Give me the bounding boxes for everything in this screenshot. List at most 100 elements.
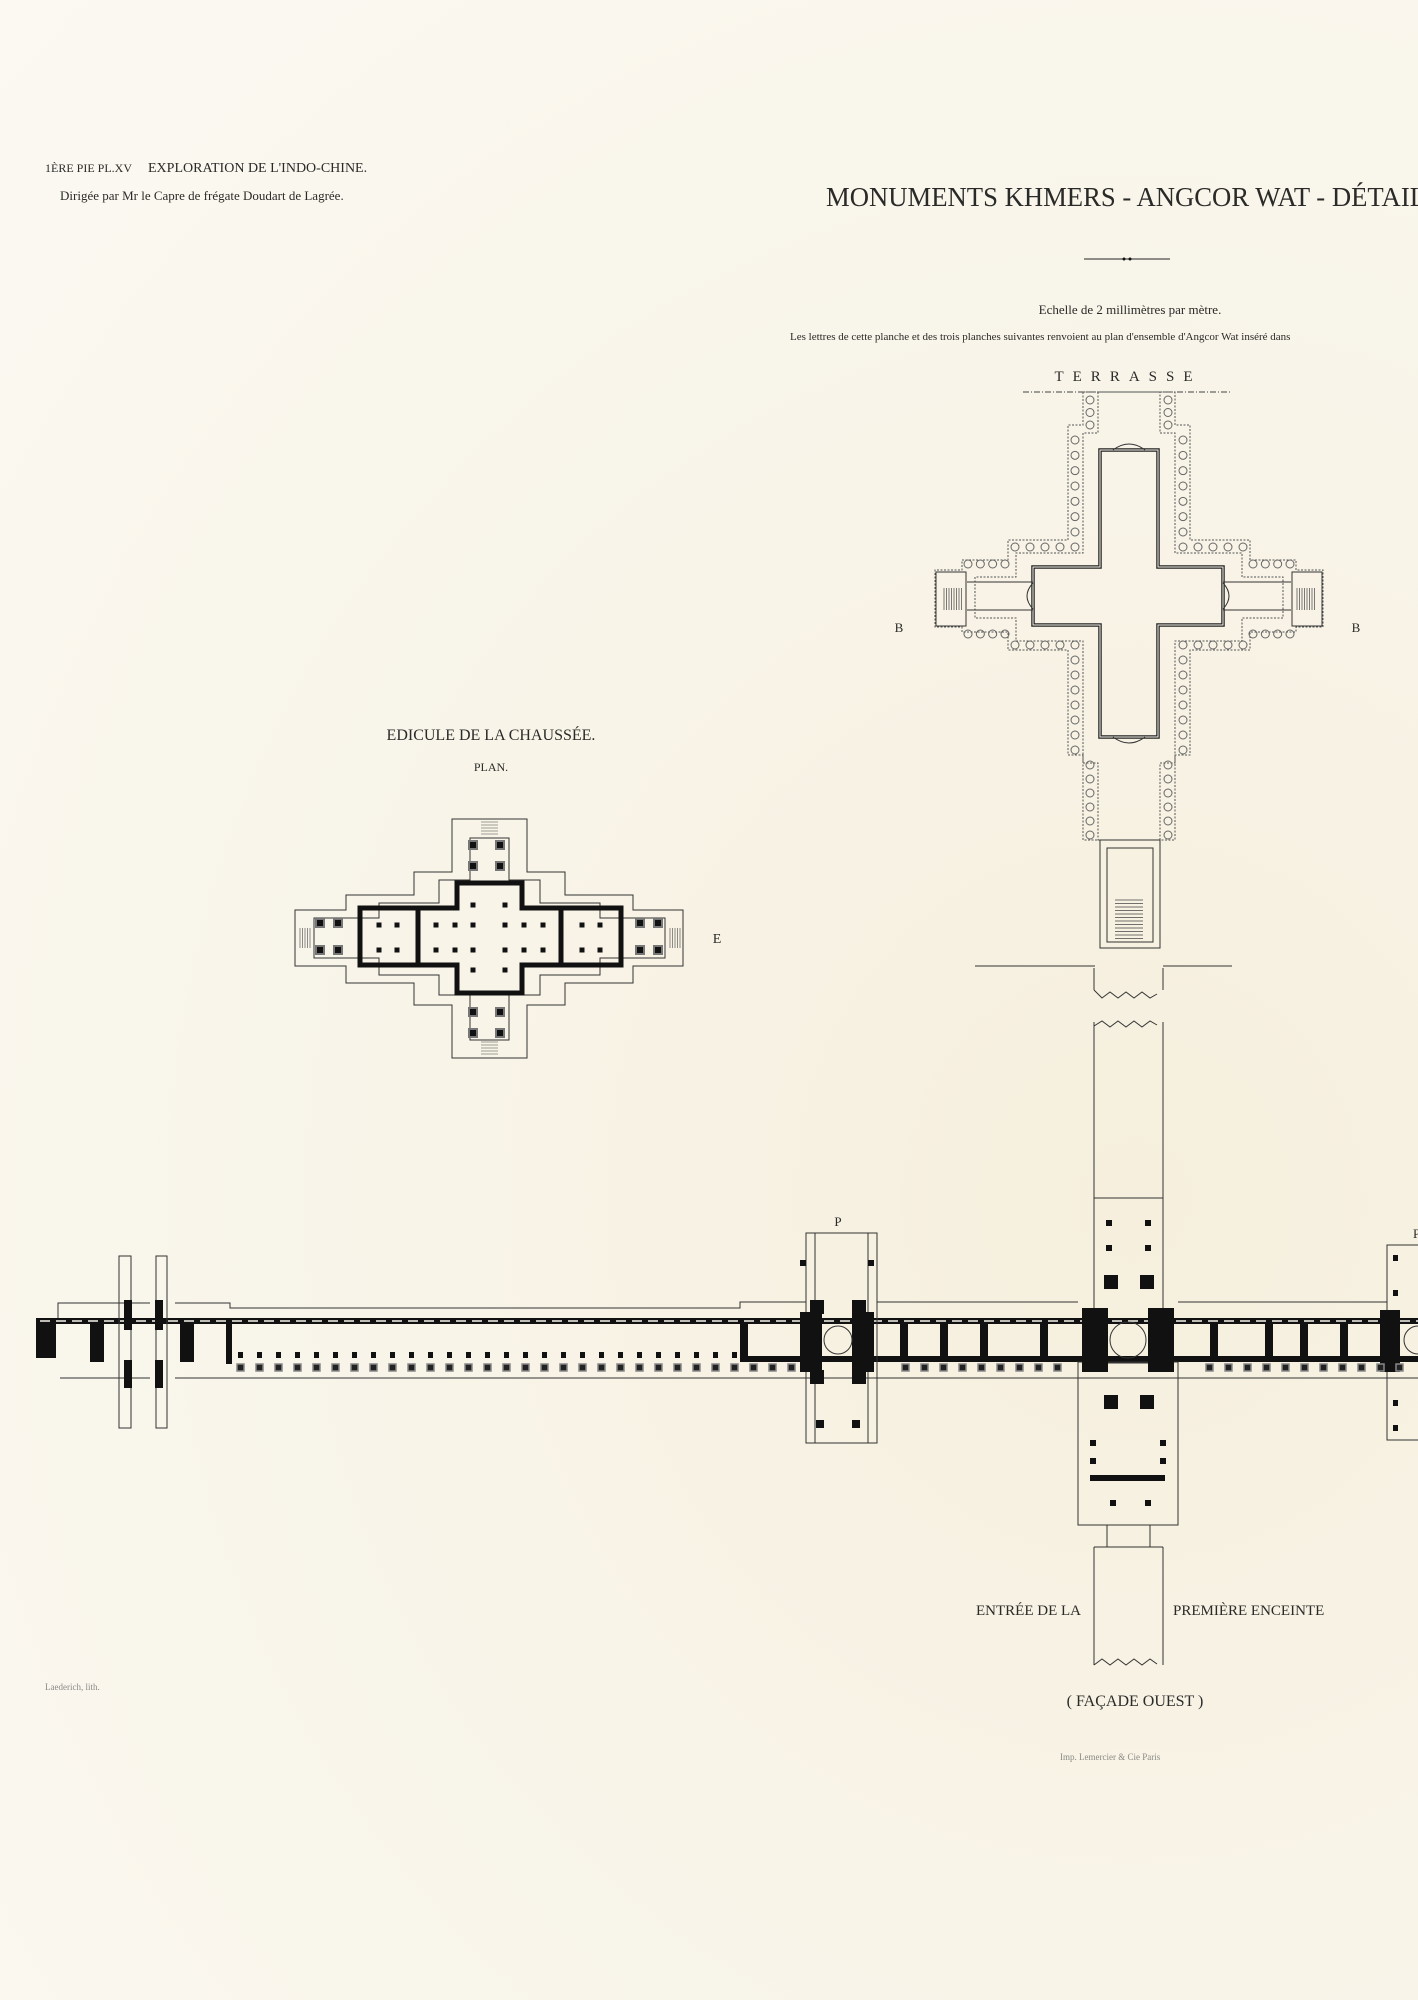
pillar-icon: [433, 922, 439, 928]
pillar-icon: [255, 1363, 264, 1372]
column-icon: [1070, 527, 1080, 537]
pillar-icon: [1319, 1363, 1328, 1372]
column-icon: [975, 559, 985, 569]
wall-mass: [740, 1322, 748, 1362]
column-icon: [1070, 700, 1080, 710]
column-icon: [1085, 395, 1095, 405]
column-icon: [1085, 830, 1095, 840]
pillar-icon: [673, 1363, 682, 1372]
pillar-icon: [540, 947, 546, 953]
column-icon: [963, 629, 973, 639]
pillar-icon: [502, 967, 508, 973]
pillar-icon: [371, 1352, 376, 1358]
column-icon: [1178, 466, 1188, 476]
wall-mass: [1106, 1220, 1112, 1226]
column-icon: [988, 629, 998, 639]
edicule-title: EDICULE DE LA CHAUSSÉE.: [387, 725, 596, 744]
wall-mass: [852, 1370, 866, 1384]
pillar-icon: [452, 947, 458, 953]
pillar-icon: [559, 1363, 568, 1372]
column-icon: [1178, 715, 1188, 725]
pillar-icon: [713, 1352, 718, 1358]
wall-mass: [1148, 1308, 1174, 1372]
pillar-icon: [901, 1363, 910, 1372]
pillar-icon: [521, 922, 527, 928]
pillar-icon: [692, 1363, 701, 1372]
pillar-icon: [274, 1363, 283, 1372]
wall-mass: [1393, 1425, 1398, 1431]
column-icon: [1010, 640, 1020, 650]
column-icon: [1085, 774, 1095, 784]
column-icon: [1285, 629, 1295, 639]
pillar-icon: [394, 922, 400, 928]
pillar-icon: [464, 1363, 473, 1372]
column-icon: [1163, 788, 1173, 798]
wall-mass: [1160, 1458, 1166, 1464]
pillar-icon: [495, 1007, 505, 1017]
pillar-icon: [654, 1363, 663, 1372]
pillar-icon: [635, 918, 645, 928]
rotunda-p: [823, 1325, 853, 1355]
pillar-icon: [977, 1363, 986, 1372]
column-icon: [1085, 802, 1095, 812]
pillar-icon: [502, 947, 508, 953]
caption-facade-ouest: ( FAÇADE OUEST ): [1067, 1693, 1204, 1710]
pillar-icon: [468, 1028, 478, 1038]
column-icon: [1178, 512, 1188, 522]
wall-mass: [1090, 1475, 1165, 1481]
wall-mass: [900, 1322, 908, 1362]
pillar-icon: [1034, 1363, 1043, 1372]
pillar-icon: [468, 861, 478, 871]
pillar-icon: [542, 1352, 547, 1358]
pillar-icon: [675, 1352, 680, 1358]
wall-mass: [980, 1322, 988, 1362]
column-icon: [1248, 629, 1258, 639]
pillar-icon: [312, 1363, 321, 1372]
pillar-icon: [407, 1363, 416, 1372]
pillar-icon: [236, 1363, 245, 1372]
wall-mass: [1140, 1275, 1154, 1289]
column-icon: [1260, 559, 1270, 569]
pillar-icon: [466, 1352, 471, 1358]
wall-mass: [1090, 1458, 1096, 1464]
pillar-icon: [635, 945, 645, 955]
pillar-icon: [369, 1363, 378, 1372]
plate-reference: 1ÈRE PIE PL.XV: [45, 161, 132, 175]
pillar-icon: [618, 1352, 623, 1358]
pillar-icon: [578, 1363, 587, 1372]
wall-mass: [1110, 1500, 1116, 1506]
pillar-icon: [390, 1352, 395, 1358]
direction-line: Dirigée par Mr le Capre de frégate Douda…: [60, 188, 344, 203]
pillar-icon: [521, 1363, 530, 1372]
column-icon: [1070, 542, 1080, 552]
pillar-icon: [376, 922, 382, 928]
pillar-icon: [711, 1363, 720, 1372]
pillar-icon: [540, 922, 546, 928]
wall-mass: [1265, 1322, 1273, 1362]
pillar-icon: [470, 967, 476, 973]
pillar-icon: [483, 1363, 492, 1372]
pillar-icon: [1224, 1363, 1233, 1372]
pillar-icon: [470, 902, 476, 908]
pillar-icon: [295, 1352, 300, 1358]
pillar-icon: [749, 1363, 758, 1372]
column-icon: [1178, 700, 1188, 710]
pillar-icon: [352, 1352, 357, 1358]
pillar-icon: [787, 1363, 796, 1372]
west-gallery-plan: P P ENTRÉE DE LA PREMIÈRE ENCEINTE ( FAÇ…: [36, 1197, 1418, 1710]
pillar-icon: [468, 840, 478, 850]
wall-mass: [940, 1322, 948, 1362]
column-icon: [1025, 640, 1035, 650]
column-icon: [1085, 420, 1095, 430]
pillar-icon: [523, 1352, 528, 1358]
pillar-icon: [1281, 1363, 1290, 1372]
column-icon: [1178, 527, 1188, 537]
column-icon: [1070, 481, 1080, 491]
column-icon: [1163, 420, 1173, 430]
pillar-icon: [580, 1352, 585, 1358]
pillar-icon: [394, 947, 400, 953]
printer-credit: Imp. Lemercier & Cie Paris: [1060, 1752, 1161, 1762]
column-icon: [975, 629, 985, 639]
pillar-icon: [452, 922, 458, 928]
series-title: EXPLORATION DE L'INDO-CHINE.: [148, 161, 367, 176]
